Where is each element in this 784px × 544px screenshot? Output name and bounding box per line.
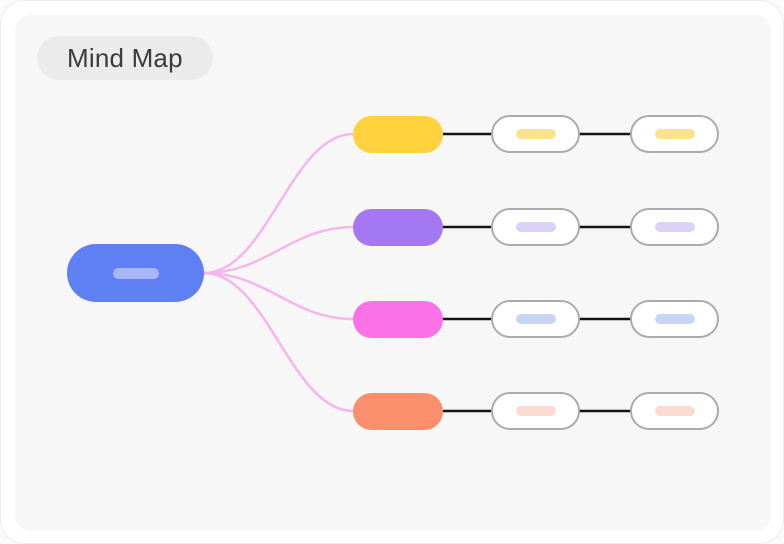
child-node-1-1-text-placeholder: [515, 129, 556, 139]
child-node-3-1-text-placeholder: [515, 314, 556, 324]
child-node-4-1[interactable]: [491, 392, 580, 430]
child-node-3-1[interactable]: [491, 300, 580, 338]
child-node-2-2[interactable]: [630, 208, 719, 246]
child-node-1-1[interactable]: [491, 115, 580, 153]
branch-node-4[interactable]: [353, 393, 443, 430]
child-node-2-1[interactable]: [491, 208, 580, 246]
child-node-2-2-text-placeholder: [654, 222, 695, 232]
root-node-text-placeholder: [112, 267, 159, 279]
child-node-2-1-text-placeholder: [515, 222, 556, 232]
child-node-4-1-text-placeholder: [515, 406, 556, 416]
branch-node-3[interactable]: [353, 301, 443, 338]
mind-map-title-badge: Mind Map: [37, 36, 213, 80]
root-node[interactable]: [67, 244, 204, 302]
child-node-1-2-text-placeholder: [654, 129, 695, 139]
child-node-1-2[interactable]: [630, 115, 719, 153]
child-node-3-2[interactable]: [630, 300, 719, 338]
child-node-4-2-text-placeholder: [654, 406, 695, 416]
mind-map-title: Mind Map: [67, 42, 183, 73]
branch-node-1[interactable]: [353, 116, 443, 153]
child-node-4-2[interactable]: [630, 392, 719, 430]
branch-node-2[interactable]: [353, 209, 443, 246]
child-node-3-2-text-placeholder: [654, 314, 695, 324]
